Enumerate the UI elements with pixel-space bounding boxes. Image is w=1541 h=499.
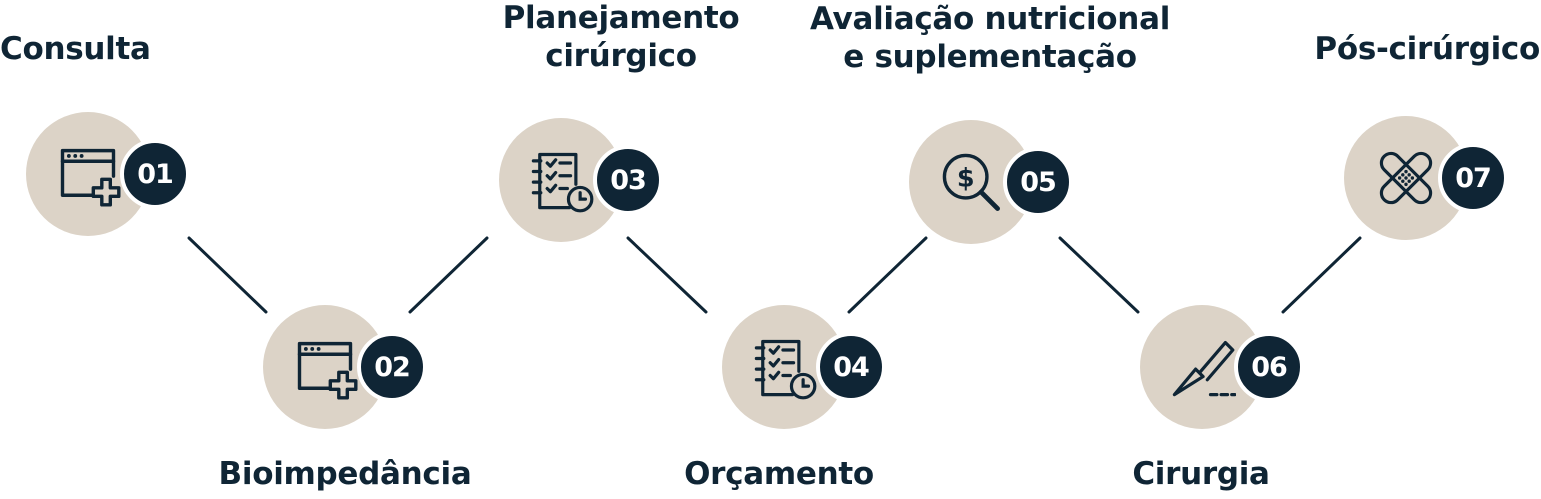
connector-6-7 xyxy=(1281,236,1362,314)
connector-4-5 xyxy=(847,236,928,314)
step-number-badge: 02 xyxy=(357,332,427,402)
step-number-badge: 03 xyxy=(593,145,663,215)
step-label-line: Orçamento xyxy=(684,456,874,492)
step-label: Cirurgia xyxy=(951,455,1451,493)
step-label: Orçamento xyxy=(564,455,994,493)
step-label-line: e suplementação xyxy=(843,39,1137,75)
checklist-clock-icon xyxy=(531,152,594,213)
checklist-clock-icon xyxy=(754,339,817,400)
scalpel-icon xyxy=(1172,340,1236,397)
step-label-line: Cirurgia xyxy=(1132,456,1270,492)
browser-plus-icon xyxy=(60,148,121,207)
connector-1-2 xyxy=(187,236,268,314)
connector-3-4 xyxy=(626,236,708,314)
step-label-line: Consulta xyxy=(0,31,151,67)
step-label: Consulta xyxy=(0,30,300,68)
step-number-badge: 04 xyxy=(816,332,886,402)
step-label: Planejamento cirúrgico xyxy=(361,0,881,75)
step-label-line: Avaliação nutricional xyxy=(809,1,1171,37)
step-label: Bioimpedância xyxy=(125,455,565,493)
step-label-line: Pós-cirúrgico xyxy=(1314,31,1540,67)
step-number-badge: 06 xyxy=(1234,332,1304,402)
step-label-line: cirúrgico xyxy=(545,38,697,74)
step-number-badge: 07 xyxy=(1438,143,1508,213)
step-label-line: Bioimpedância xyxy=(218,456,472,492)
browser-plus-icon xyxy=(297,341,358,400)
step-label: Pós-cirúrgico xyxy=(1280,30,1540,68)
step-label-line: Planejamento xyxy=(502,0,740,36)
svg-text:$: $ xyxy=(957,163,975,193)
step-number-badge: 01 xyxy=(120,139,190,209)
dollar-search-icon: $ xyxy=(942,153,1000,211)
bandage-icon xyxy=(1379,151,1433,205)
connector-5-6 xyxy=(1058,236,1140,314)
step-number-badge: 05 xyxy=(1003,147,1073,217)
connector-2-3 xyxy=(408,236,489,314)
step-label: Avaliação nutricional e suplementação xyxy=(690,0,1290,76)
